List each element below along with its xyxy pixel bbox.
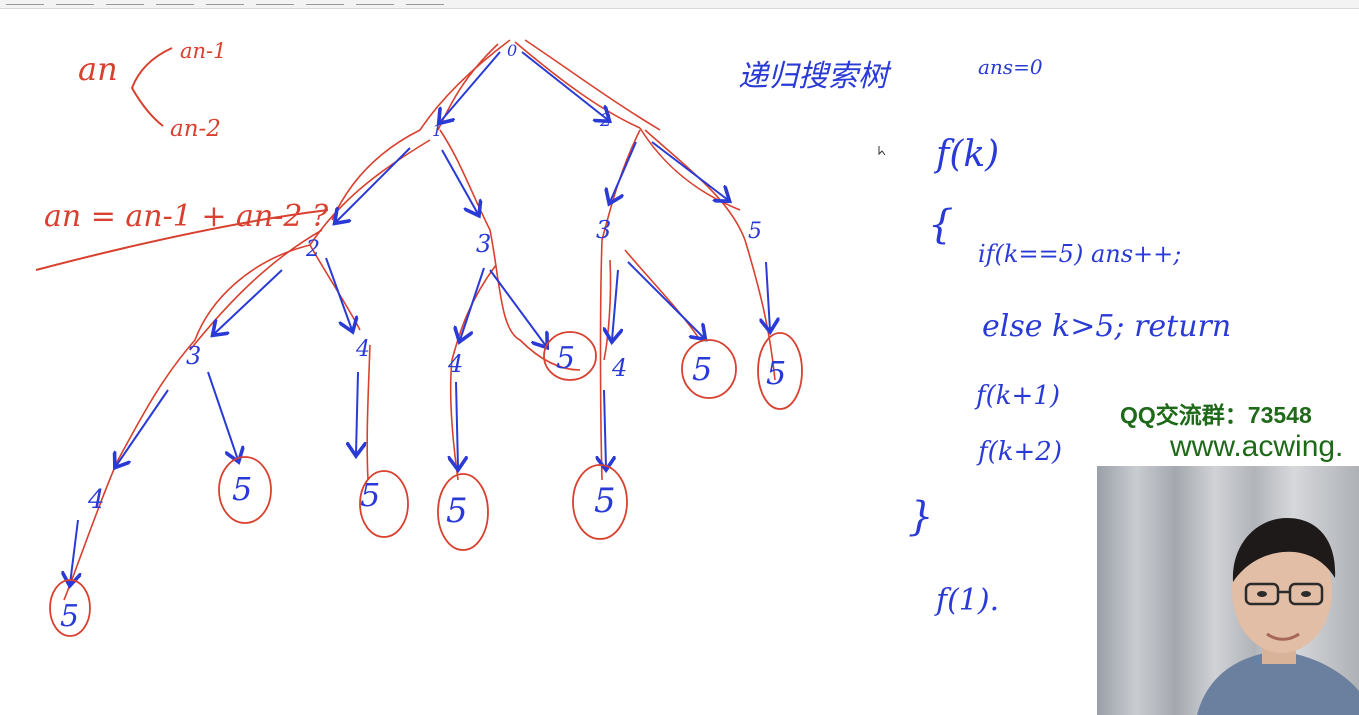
cursor-icon xyxy=(878,146,886,156)
tree-node: 1 xyxy=(432,121,442,140)
tree-node: 2 xyxy=(305,237,320,262)
recurrence-an-minus-2: an-2 xyxy=(170,116,221,142)
recurrence-notes: an an-1 an-2 an = an-1 + an-2 ? xyxy=(35,39,329,271)
website-overlay: www.acwing. xyxy=(1170,430,1344,463)
tree-node: 3 xyxy=(596,216,611,244)
tree-nodes: 0 1 2 2 3 3 3 4 4 4 4 5 5 5 5 5 5 5 5 5 xyxy=(60,41,786,634)
notes-line-else: else k>5; return xyxy=(982,309,1231,344)
formula-underline xyxy=(35,209,329,271)
tree-node: 2 xyxy=(599,110,611,131)
tree-node: 4 xyxy=(87,485,105,515)
notes-line-if: if(k==5) ans++; xyxy=(978,240,1181,268)
qq-group-overlay: QQ交流群：73548 xyxy=(1120,402,1312,428)
webcam-illustration xyxy=(1097,466,1359,715)
notes-open-brace: { xyxy=(928,202,953,248)
notes-call-2: f(k+2) xyxy=(976,437,1062,467)
tree-node-root: 0 xyxy=(507,41,517,60)
tree-leaf: 5 xyxy=(766,354,786,392)
leaf-circles xyxy=(49,331,803,637)
tree-node: 3 xyxy=(476,230,491,258)
notes-func-signature: f(k) xyxy=(933,134,999,175)
tree-leaf: 5 xyxy=(360,476,380,514)
recurrence-an: an xyxy=(78,50,118,88)
tree-blue-arrows xyxy=(70,51,770,584)
tree-node: 5 xyxy=(748,219,762,244)
tree-leaf: 5 xyxy=(692,350,712,388)
tree-leaf: 5 xyxy=(556,341,575,376)
tree-leaf: 5 xyxy=(594,481,616,521)
notes-entry-call: f(1). xyxy=(934,583,999,618)
notes-call-1: f(k+1) xyxy=(974,381,1060,411)
recurrence-an-minus-1: an-1 xyxy=(180,39,227,63)
pseudocode: 递归搜索树 ans=0 f(k) { if(k==5) ans++; else … xyxy=(738,55,1231,618)
notes-close-brace: } xyxy=(908,494,933,540)
tree-leaf: 5 xyxy=(232,470,252,508)
webcam-video xyxy=(1097,466,1359,715)
notes-heading: 递归搜索树 xyxy=(738,59,892,94)
notes-init: ans=0 xyxy=(978,55,1043,79)
tree-node: 4 xyxy=(355,337,370,362)
tree-red-strokes xyxy=(63,39,776,601)
tree-node: 3 xyxy=(186,342,201,370)
tree-leaf: 5 xyxy=(60,599,79,634)
tree-node: 4 xyxy=(447,350,463,378)
recurrence-brace xyxy=(130,47,173,127)
tree-leaf: 5 xyxy=(446,491,468,531)
toolbar-strip xyxy=(0,0,1359,9)
tree-node: 4 xyxy=(611,354,627,382)
